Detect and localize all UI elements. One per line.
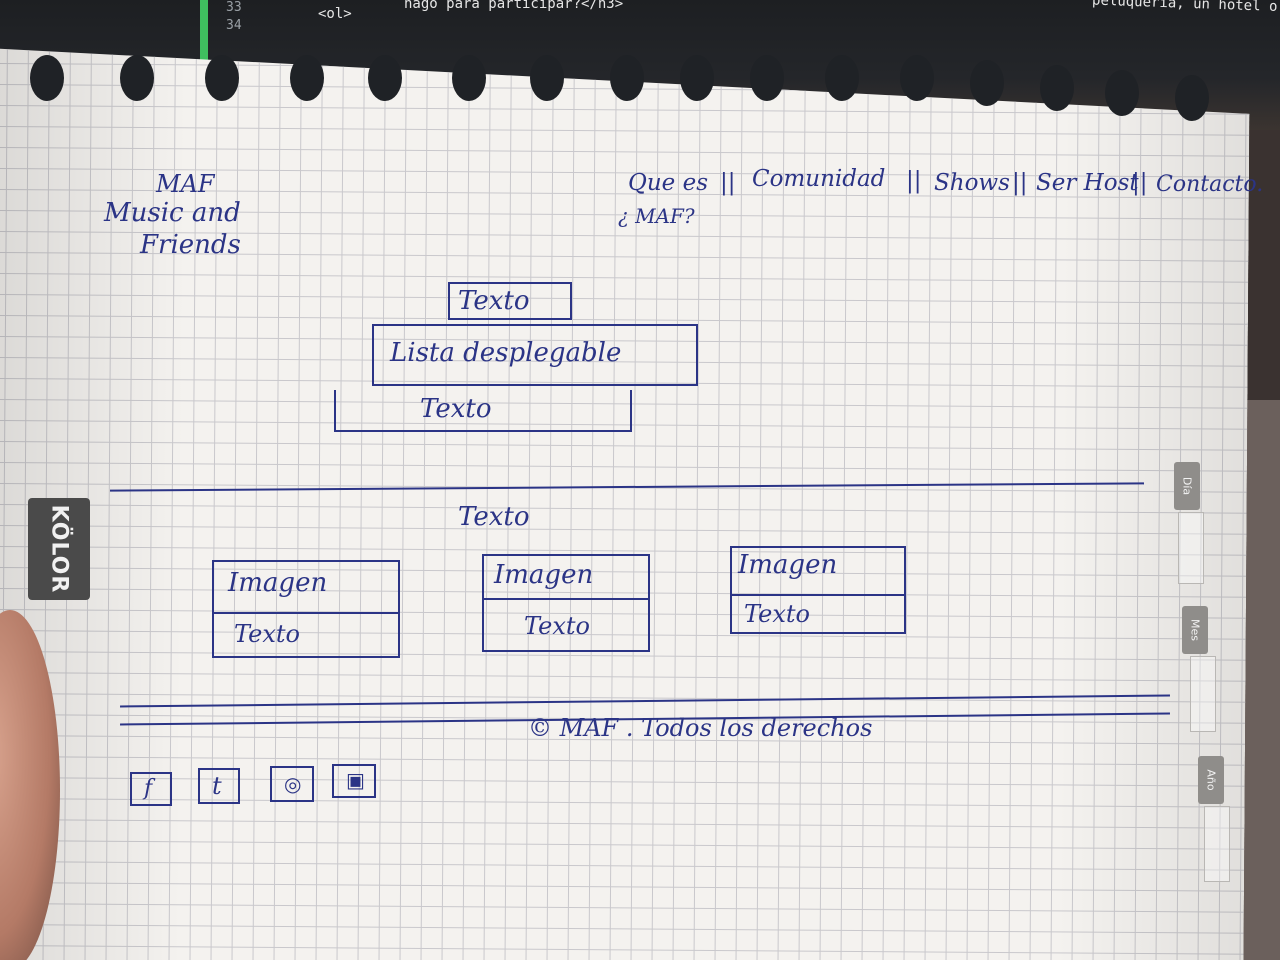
punch-hole (290, 55, 324, 101)
day-box (1178, 512, 1204, 584)
punch-hole (530, 55, 564, 101)
punch-hole (680, 55, 714, 101)
card-divider (732, 594, 904, 596)
brand-tag: KÖLOR (28, 498, 90, 600)
punch-hole (452, 55, 486, 101)
editor-gutter-highlight (200, 0, 208, 110)
card-3: Imagen Texto (730, 546, 906, 634)
nav-separator: || (906, 168, 922, 194)
card-1: Imagen Texto (212, 560, 400, 658)
hero-text-bottom: Texto (420, 394, 492, 424)
punch-hole (1105, 70, 1139, 116)
line-number: 34 (226, 18, 242, 33)
hero-text-bottom-box: Texto (334, 390, 632, 432)
instagram-icon[interactable]: ◎ (270, 766, 314, 802)
punch-hole (120, 55, 154, 101)
section-title: Texto (458, 502, 530, 532)
card-divider (484, 598, 648, 600)
card-3-text: Texto (744, 600, 810, 628)
nav-separator: || (1132, 170, 1148, 196)
logo-line-3: Friends (140, 230, 241, 260)
card-2-image: Imagen (494, 560, 594, 590)
twitter-icon[interactable]: t (198, 768, 240, 804)
card-1-text: Texto (234, 620, 300, 648)
facebook-icon[interactable]: f (130, 772, 172, 806)
footer-copyright: © MAF . Todos los derechos (528, 714, 873, 742)
hero-dropdown-label: Lista desplegable (390, 338, 622, 368)
punch-hole (750, 55, 784, 101)
side-tab-month: Mes (1182, 606, 1208, 654)
nav-item-que-es-line2: ¿ MAF? (618, 204, 695, 228)
hero-text-top-box: Texto (448, 282, 572, 320)
month-box (1190, 656, 1216, 732)
punch-hole (825, 55, 859, 101)
hero-dropdown[interactable]: Lista desplegable (372, 324, 698, 386)
logo-line-1: MAF (156, 170, 215, 198)
hero-text-top: Texto (458, 286, 530, 316)
nav-separator: || (1012, 170, 1028, 196)
nav-separator: || (720, 170, 736, 196)
card-3-image: Imagen (738, 550, 838, 580)
side-tab-day: Día (1174, 462, 1200, 510)
nav-item-ser-host[interactable]: Ser Host (1036, 170, 1139, 196)
side-tab-year: Año (1198, 756, 1224, 804)
nav-item-contacto[interactable]: Contacto. (1156, 172, 1264, 197)
code-line: <ol> (318, 6, 352, 22)
year-box (1204, 806, 1230, 882)
punch-hole (970, 60, 1004, 106)
punch-hole (1175, 75, 1209, 121)
punch-hole (205, 55, 239, 101)
punch-hole (1040, 65, 1074, 111)
nav-item-comunidad[interactable]: Comunidad (752, 166, 886, 192)
brand-name: KÖLOR (46, 504, 72, 594)
image-icon[interactable]: ▣ (332, 764, 376, 798)
card-divider (214, 612, 398, 614)
card-2: Imagen Texto (482, 554, 650, 652)
logo-line-2: Music and (104, 198, 241, 228)
card-1-image: Imagen (228, 568, 328, 598)
code-line: hago para participar?</h3> (404, 0, 624, 12)
card-2-text: Texto (524, 612, 590, 640)
line-number: 33 (226, 0, 242, 15)
punch-hole (30, 55, 64, 101)
punch-hole (900, 55, 934, 101)
punch-hole (610, 55, 644, 101)
nav-item-shows[interactable]: Shows (934, 170, 1010, 196)
punch-hole (368, 55, 402, 101)
nav-item-que-es[interactable]: Que es (628, 170, 709, 196)
